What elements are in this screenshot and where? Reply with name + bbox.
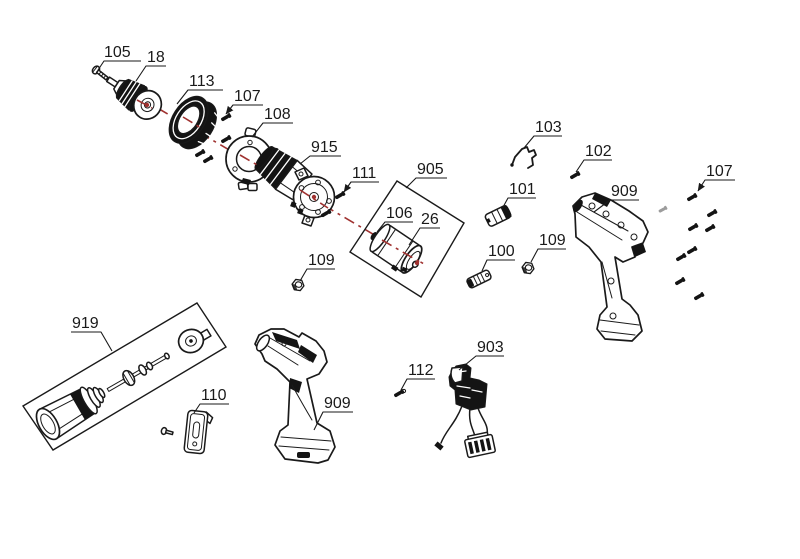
part-nut-109-left <box>290 278 306 292</box>
svg-text:110: 110 <box>201 387 227 404</box>
svg-text:105: 105 <box>104 44 131 61</box>
part-housing-909-right <box>572 192 649 342</box>
gray-screw <box>657 205 668 214</box>
callout-101: 101 <box>501 181 536 210</box>
svg-text:113: 113 <box>189 73 215 90</box>
svg-text:18: 18 <box>147 49 165 66</box>
part-screw-105 <box>91 65 109 81</box>
callout-903: 903 <box>458 339 504 371</box>
part-box-919 <box>22 302 227 451</box>
part-screw-112 <box>393 388 407 399</box>
callout-919: 919 <box>71 315 113 352</box>
callout-105: 105 <box>97 44 141 71</box>
part-nut-109-right <box>520 261 536 275</box>
svg-text:909: 909 <box>324 395 351 412</box>
part-screws-107-right <box>657 192 718 302</box>
part-chuck-18 <box>105 76 163 120</box>
svg-text:107: 107 <box>706 163 733 180</box>
part-screw-102 <box>569 170 581 181</box>
callout-26: 26 <box>408 211 440 246</box>
callout-112: 112 <box>400 362 435 391</box>
callout-113: 113 <box>176 73 223 105</box>
svg-text:915: 915 <box>311 139 338 156</box>
callout-909-left: 909 <box>313 395 353 431</box>
callout-100: 100 <box>481 243 515 272</box>
axis-overlays <box>136 99 421 266</box>
svg-text:903: 903 <box>477 339 504 356</box>
callout-103: 103 <box>523 119 562 149</box>
callout-102: 102 <box>575 143 612 173</box>
callout-109-left: 109 <box>299 252 335 282</box>
part-button-101 <box>484 204 512 227</box>
part-housing-909-left <box>254 328 336 464</box>
callouts: 105 18 113 107 108 915 111 905 <box>71 44 735 431</box>
svg-text:102: 102 <box>585 143 612 160</box>
part-slider-100 <box>466 269 492 289</box>
part-spindle-assembly-919 <box>35 328 212 441</box>
callout-915: 915 <box>299 139 341 165</box>
part-wire-clip-103 <box>510 146 537 169</box>
callout-107-left: 107 <box>225 88 263 115</box>
svg-text:26: 26 <box>421 211 439 228</box>
callout-909-right: 909 <box>593 183 639 213</box>
svg-text:107: 107 <box>234 88 261 105</box>
part-switch-903 <box>434 363 496 459</box>
callout-107-right: 107 <box>697 163 735 192</box>
svg-text:112: 112 <box>408 362 434 379</box>
part-ring-113 <box>168 95 220 150</box>
svg-text:108: 108 <box>264 106 291 123</box>
svg-text:106: 106 <box>386 205 413 222</box>
callout-905: 905 <box>405 161 447 189</box>
callout-18: 18 <box>135 49 166 82</box>
callout-106: 106 <box>376 205 413 233</box>
svg-text:919: 919 <box>72 315 99 332</box>
svg-text:111: 111 <box>352 165 376 182</box>
callout-110: 110 <box>193 387 229 414</box>
svg-text:103: 103 <box>535 119 562 136</box>
svg-text:109: 109 <box>308 252 335 269</box>
part-box-905 <box>349 180 465 298</box>
svg-text:905: 905 <box>417 161 444 178</box>
clip-screw <box>160 426 174 436</box>
callout-108: 108 <box>251 106 293 138</box>
part-clip-110 <box>160 409 214 455</box>
callout-109-right: 109 <box>530 232 566 263</box>
svg-text:109: 109 <box>539 232 566 249</box>
svg-text:101: 101 <box>509 181 536 198</box>
svg-text:100: 100 <box>488 243 515 260</box>
axis-centerline <box>95 71 425 265</box>
callout-111: 111 <box>343 165 379 193</box>
svg-text:909: 909 <box>611 183 638 200</box>
